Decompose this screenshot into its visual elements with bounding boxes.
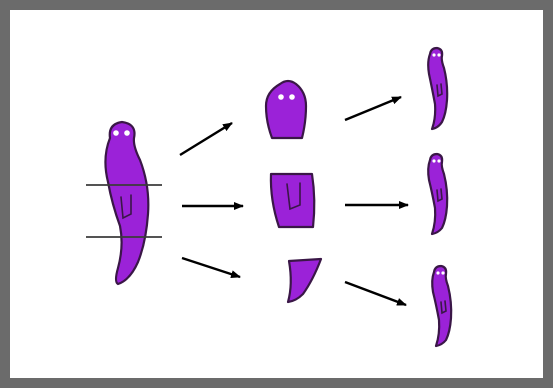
regenerated-planarian-middle <box>428 154 447 234</box>
tail-fragment-shape <box>288 259 321 302</box>
regenerated-middle-eye-left-icon <box>432 159 435 162</box>
head-fragment-eye-left-icon <box>278 94 284 100</box>
original-eye-right-icon <box>124 130 130 136</box>
arrow-to-regenerated-top <box>345 97 401 120</box>
head-fragment-eye-right-icon <box>289 94 295 100</box>
original-planarian-body <box>105 122 148 284</box>
trunk-fragment <box>271 174 314 227</box>
regenerated-middle-eye-right-icon <box>437 159 440 162</box>
head-fragment-shape <box>266 81 306 138</box>
arrow-to-tail-fragment <box>182 258 240 277</box>
tail-fragment <box>288 259 321 302</box>
original-planarian <box>105 122 148 284</box>
regenerated-bottom-eye-right-icon <box>441 271 444 274</box>
regenerated-bottom-eye-left-icon <box>436 271 439 274</box>
regenerated-top-eye-left-icon <box>432 53 435 56</box>
original-eye-left-icon <box>113 130 119 136</box>
regenerated-planarian-top <box>428 48 447 129</box>
regenerated-top-eye-right-icon <box>437 53 440 56</box>
trunk-fragment-shape <box>271 174 314 227</box>
arrow-to-head-fragment <box>180 123 232 155</box>
regenerated-planarian-bottom <box>432 266 451 346</box>
arrow-to-regenerated-bottom <box>345 282 406 305</box>
head-fragment <box>266 81 306 138</box>
